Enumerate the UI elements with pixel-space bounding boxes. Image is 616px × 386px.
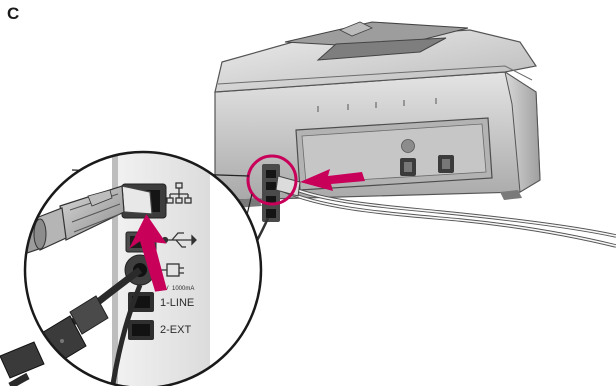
cable-tail <box>0 342 44 386</box>
current-label: 1000mA <box>172 286 194 292</box>
printer <box>215 22 540 222</box>
zoom-detail: 32V 1000mA 1-LINE 2-EXT <box>0 150 261 386</box>
ext-port-label: 2-EXT <box>160 324 191 336</box>
line-port-label: 1-LINE <box>160 297 194 309</box>
